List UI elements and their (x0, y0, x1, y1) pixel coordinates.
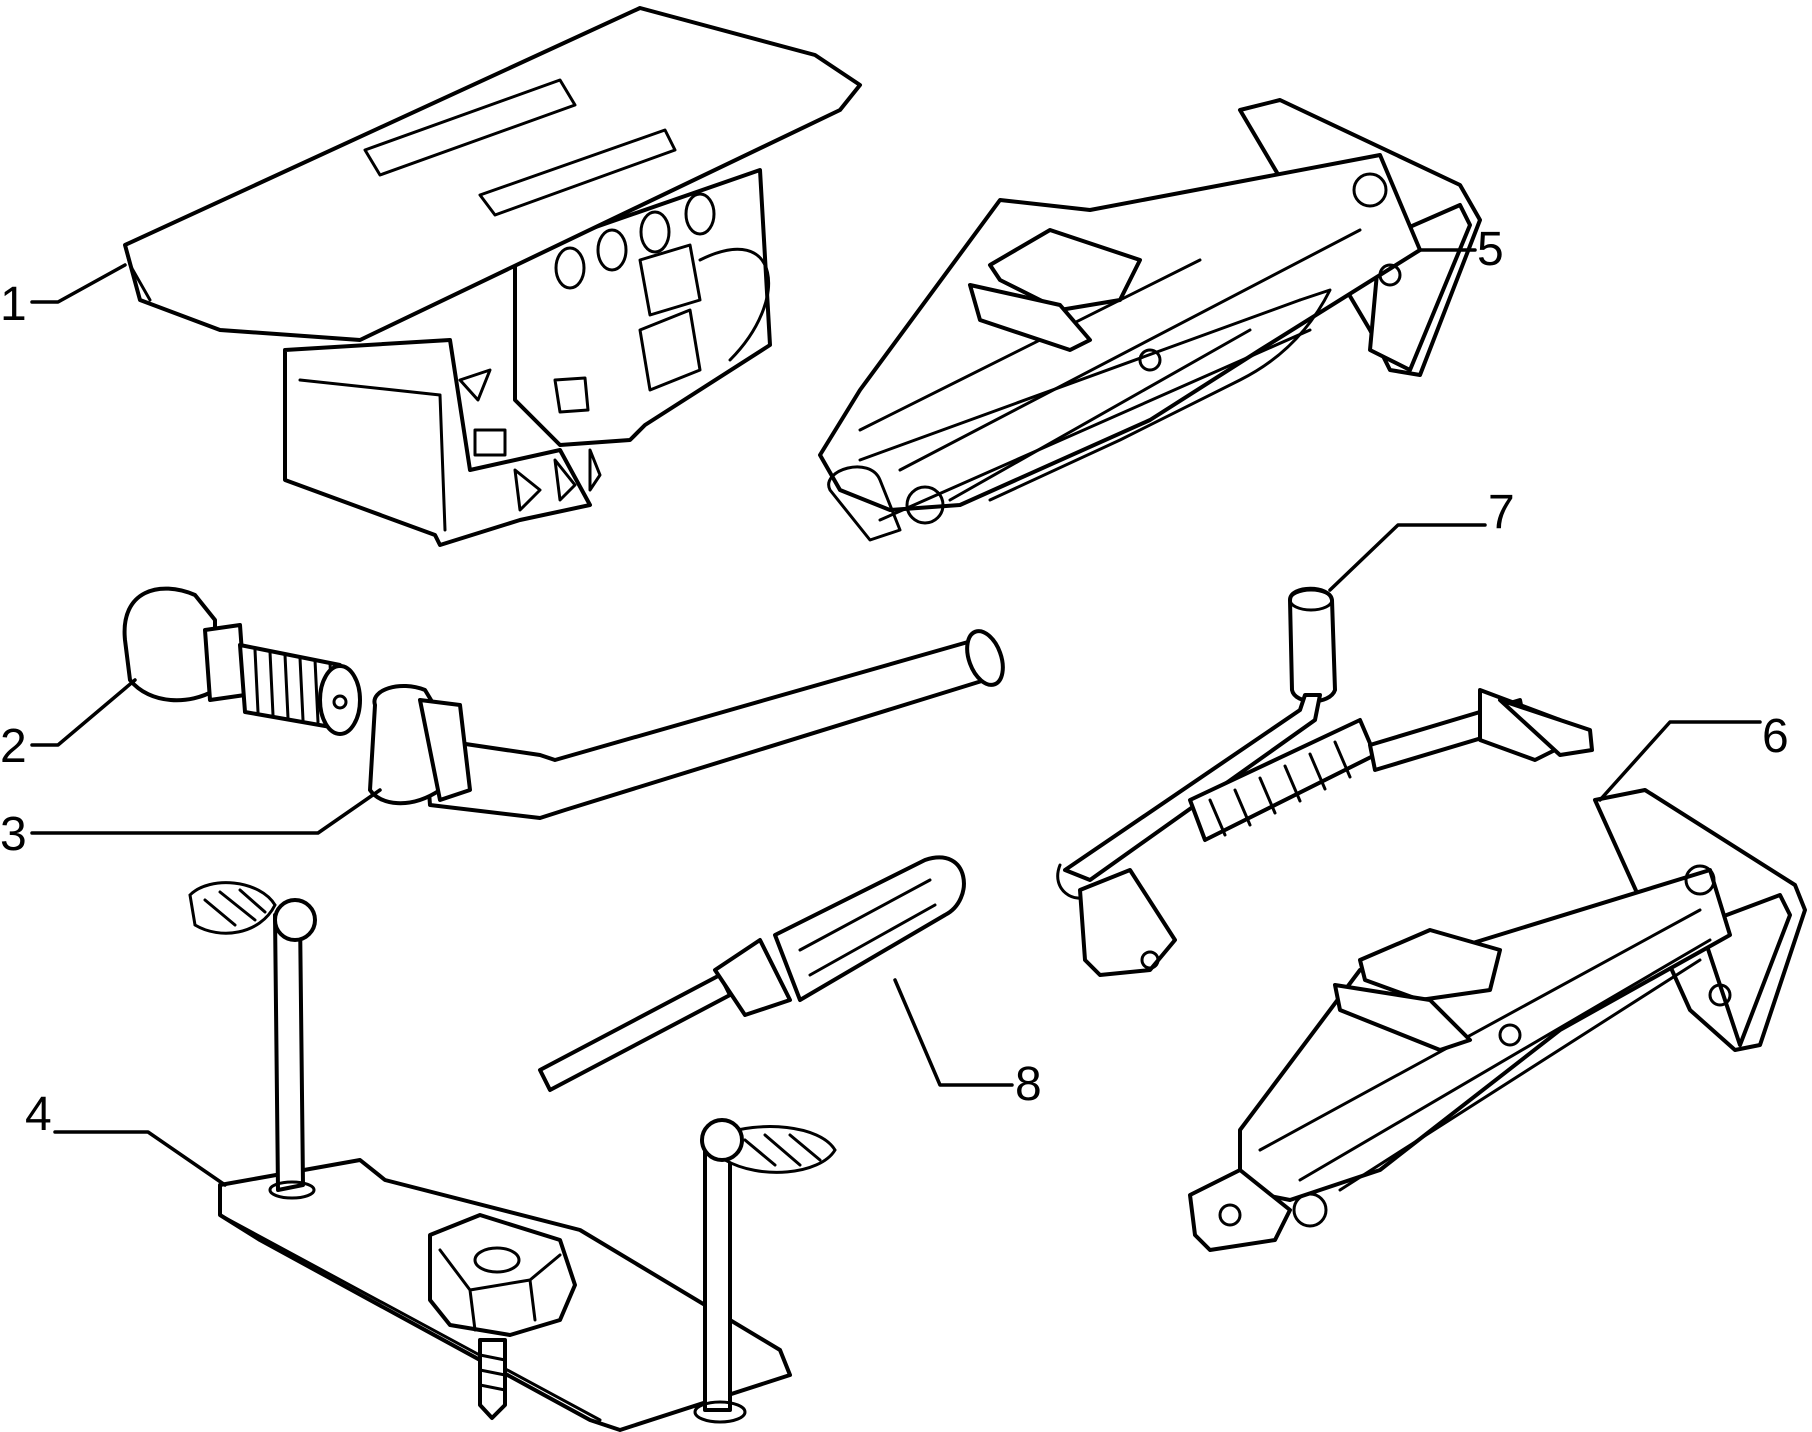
part-2-socket (122, 586, 362, 736)
leader-1 (30, 263, 127, 304)
callout-4: 4 (25, 1088, 52, 1141)
leader-8 (893, 978, 1014, 1087)
callout-5: 5 (1477, 223, 1504, 276)
part-7-crank-handle (1056, 586, 1594, 977)
callout-8: 8 (1015, 1058, 1042, 1111)
callout-6: 6 (1762, 710, 1789, 763)
leader-7 (1328, 523, 1487, 592)
callout-7: 7 (1488, 486, 1515, 539)
leader-3 (30, 788, 382, 835)
part-4-wheel-clamp (188, 881, 837, 1432)
part-6-scissor-jack (1188, 788, 1807, 1252)
leader-6 (1598, 720, 1762, 802)
leader-4 (53, 1130, 227, 1187)
callout-1: 1 (0, 278, 27, 331)
part-5-scissor-jack (818, 98, 1482, 542)
leader-lines (30, 248, 1762, 1187)
callout-2: 2 (0, 720, 27, 773)
leader-2 (30, 678, 137, 747)
part-1-tool-holder (123, 6, 862, 547)
part-3-wheel-brace (368, 629, 1005, 820)
part-8-screwdriver (538, 855, 966, 1092)
callout-3: 3 (0, 808, 27, 861)
callout-numbers: 1 5 2 3 7 6 8 4 (0, 223, 1789, 1141)
